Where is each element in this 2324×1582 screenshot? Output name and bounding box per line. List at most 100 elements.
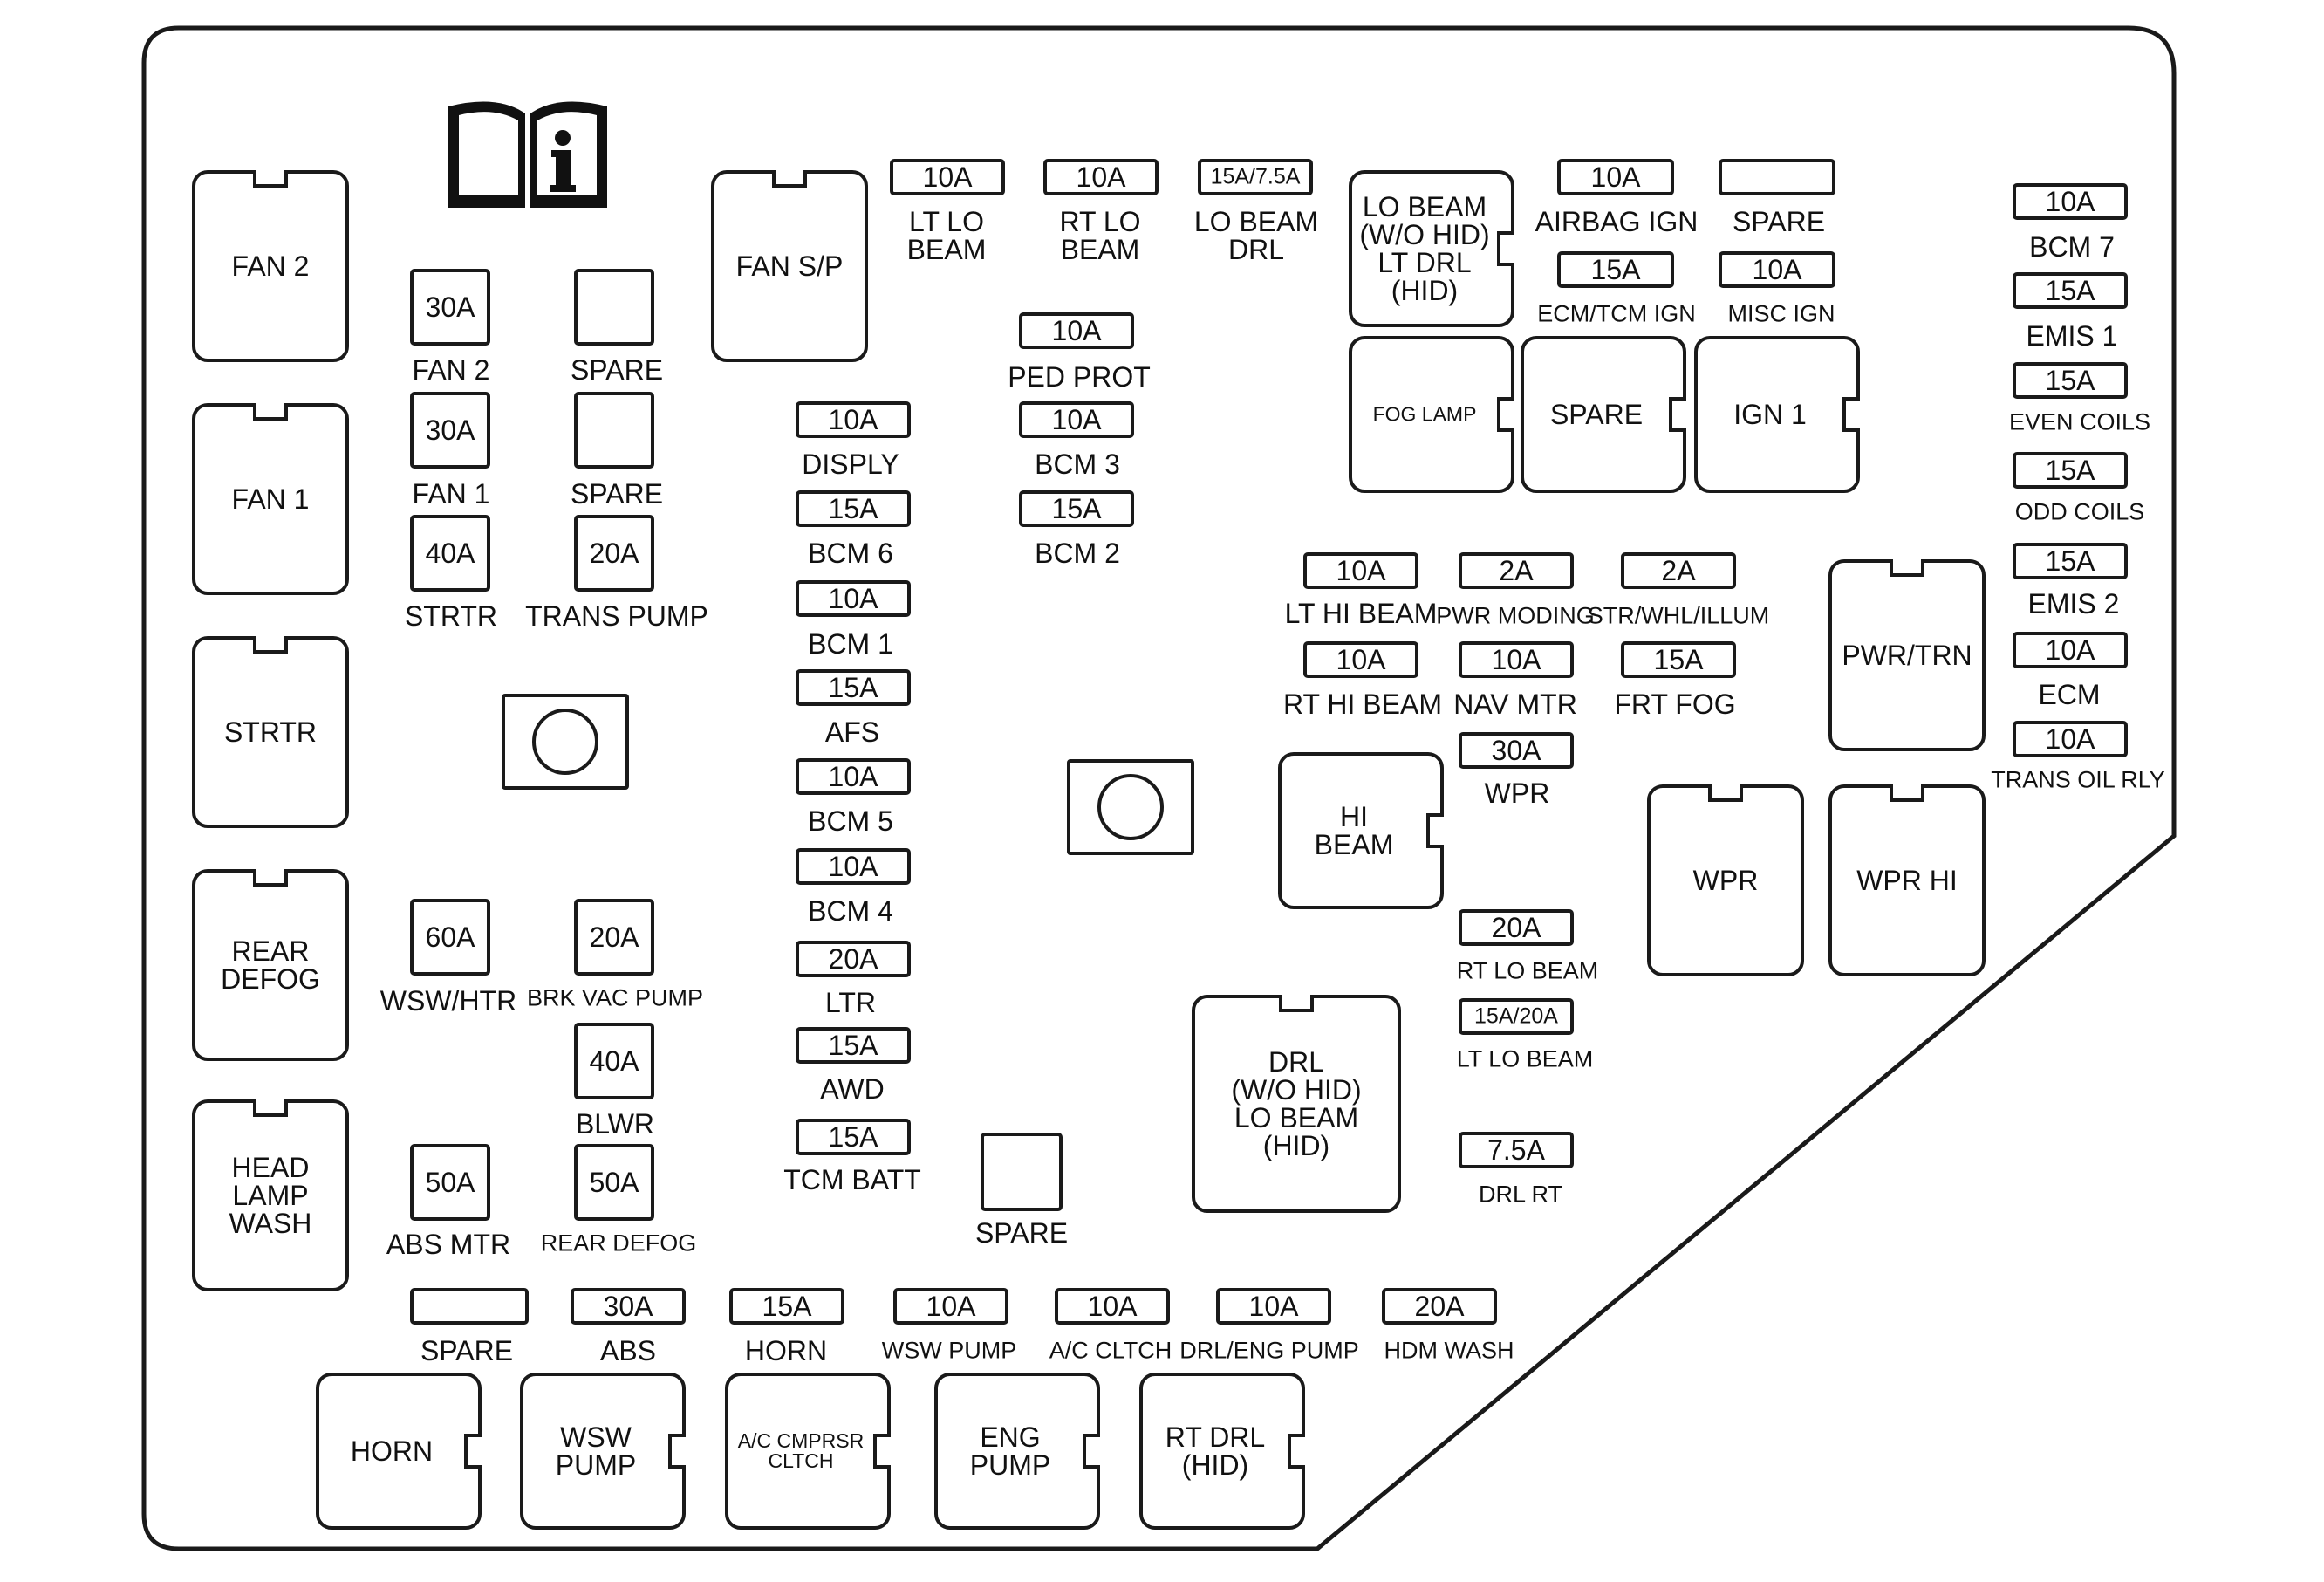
fuse-caption-spare1: SPARE [570, 354, 664, 386]
relay-tab [253, 1099, 288, 1117]
fuse-spare2 [574, 392, 654, 469]
fuse-caption-brkvac: BRK VAC PUMP [526, 984, 704, 1011]
fuse-rtlobeam2: 20A [1459, 909, 1574, 946]
relay-tab [464, 1434, 482, 1469]
relay-tab [1842, 397, 1860, 432]
relay-ign1: IGN 1 [1694, 336, 1860, 493]
fuse-rating: 15A [828, 672, 878, 703]
fuse-bcm6: 15A [796, 490, 911, 527]
fuse-fan2: 30A [410, 269, 490, 346]
fuse-caption-bcm3: BCM 3 [1035, 449, 1120, 480]
fuse-rating: 10A [1051, 404, 1102, 435]
fuse-rating: 7.5A [1487, 1134, 1545, 1166]
relay-tab [1890, 784, 1924, 802]
fuse-caption-navmtr: NAV MTR [1453, 688, 1577, 720]
fuse-awd: 15A [796, 1027, 911, 1064]
fuse-rating: 10A [1590, 161, 1641, 193]
fuse-caption-evencoils: EVEN COILS [2008, 408, 2151, 435]
relay-horn: HORN [316, 1373, 482, 1530]
relay-label: WPR HI [1856, 865, 1958, 896]
fuse-caption-fan2: FAN 2 [412, 354, 490, 386]
fuse-caption-spare5: SPARE [420, 1335, 514, 1366]
relay-label: LO BEAM(W/O HID)LT DRL(HID) [1359, 191, 1490, 306]
fuse-rating: 20A [1491, 912, 1541, 943]
fuse-rating: 10A [1336, 555, 1386, 586]
fuse-caption-horn: HORN [744, 1335, 828, 1366]
relay-label: SPARE [1549, 399, 1644, 430]
relay-fan2: FAN 2 [192, 170, 349, 362]
owner-manual-info-icon [445, 94, 611, 213]
fuse-strtr: 40A [410, 515, 490, 592]
fuse-rating: 20A [828, 943, 878, 975]
fuse-caption-wswhtr: WSW/HTR [379, 985, 517, 1017]
fuse-transpump: 20A [574, 515, 654, 592]
fuse-strwhl: 2A [1621, 552, 1736, 589]
fuse-absmtr: 50A [410, 1144, 490, 1221]
fuse-caption-bcm4: BCM 4 [808, 895, 893, 927]
fuse-rtlo: 10A [1043, 159, 1159, 195]
fuse-spare1 [574, 269, 654, 346]
fuse-rating: 10A [1491, 644, 1541, 675]
fuse-ecmtcm: 15A [1557, 251, 1674, 288]
relay-spare: SPARE [1521, 336, 1686, 493]
fuse-bcm1: 10A [796, 580, 911, 617]
fuse-rating: 40A [589, 1045, 639, 1077]
fuse-rating: 20A [589, 538, 639, 569]
relay-tab [253, 403, 288, 421]
fuse-afs: 15A [796, 669, 911, 706]
fuse-caption-strwhl: STR/WHL/ILLUM [1587, 602, 1770, 629]
relay-tab [1497, 397, 1514, 432]
fuse-brkvac: 20A [574, 899, 654, 976]
fuse-emis1: 15A [2013, 272, 2128, 309]
relay-label: RT DRL(HID) [1165, 1421, 1266, 1481]
relay-label: PWR/TRN [1842, 640, 1972, 671]
fuse-oddcoils: 15A [2013, 452, 2128, 489]
relay-label: FOG LAMP [1372, 402, 1477, 426]
relay-label: DRL(W/O HID)LO BEAM(HID) [1231, 1046, 1362, 1161]
fuse-pedprot: 10A [1019, 312, 1134, 349]
fuse-caption-abs: ABS [599, 1335, 657, 1366]
relay-tab [1669, 397, 1686, 432]
fuse-bcm3: 10A [1019, 401, 1134, 438]
fuse-caption-wswpump: WSW PUMP [881, 1337, 1017, 1364]
fuse-rating: 10A [1336, 644, 1386, 675]
fuse-caption-lthibeam: LT HI BEAM [1284, 598, 1438, 629]
fuse-rating: 2A [1499, 555, 1534, 586]
fuse-drleng: 10A [1216, 1288, 1331, 1325]
fuse-caption-hdmwash: HDM WASH [1384, 1337, 1514, 1364]
fuse-rating: 10A [828, 404, 878, 435]
relay-rtdrl: RT DRL(HID) [1139, 1373, 1305, 1530]
fuse-rating: 15A/20A [1474, 1003, 1558, 1029]
relay-tab [253, 636, 288, 654]
fuse-caption-rtlobeam2: RT LO BEAM [1456, 957, 1599, 984]
fuse-caption-spare4: SPARE [1732, 206, 1826, 237]
fuse-drlrt: 7.5A [1459, 1132, 1574, 1168]
mounting-hole [532, 709, 598, 775]
fuse-spare5 [410, 1288, 529, 1325]
fuse-rating: 10A [1051, 315, 1102, 346]
fuse-caption-disply: DISPLY [802, 449, 899, 480]
fuse-rating: 15A [1051, 493, 1102, 524]
fuse-rating: 10A [828, 583, 878, 614]
fuse-navmtr: 10A [1459, 641, 1574, 678]
relay-tab [253, 170, 288, 188]
fuse-caption-ltr: LTR [824, 987, 877, 1018]
fuse-reardefog: 50A [574, 1144, 654, 1221]
fuse-rating: 15A/7.5A [1210, 164, 1301, 189]
relay-label: FAN 1 [231, 483, 310, 515]
fuse-caption-pedprot: PED PROT [1008, 361, 1151, 393]
fuse-caption-emis1: EMIS 1 [2026, 320, 2118, 352]
fuse-caption-oddcoils: ODD COILS [2014, 498, 2145, 525]
relay-strtr: STRTR [192, 636, 349, 828]
fuse-caption-wpr: WPR [1484, 777, 1550, 809]
fuse-caption-rthibeam: RT HI BEAM [1283, 688, 1442, 720]
fuse-caption-bcm5: BCM 5 [808, 805, 893, 837]
fuse-rating: 15A [762, 1291, 812, 1322]
relay-lobeam: LO BEAM(W/O HID)LT DRL(HID) [1349, 170, 1514, 327]
fuse-ltlo: 10A [890, 159, 1005, 195]
fuse-rating: 15A [828, 1121, 878, 1153]
relay-tab [873, 1434, 891, 1469]
fuse-rating: 30A [425, 414, 475, 446]
